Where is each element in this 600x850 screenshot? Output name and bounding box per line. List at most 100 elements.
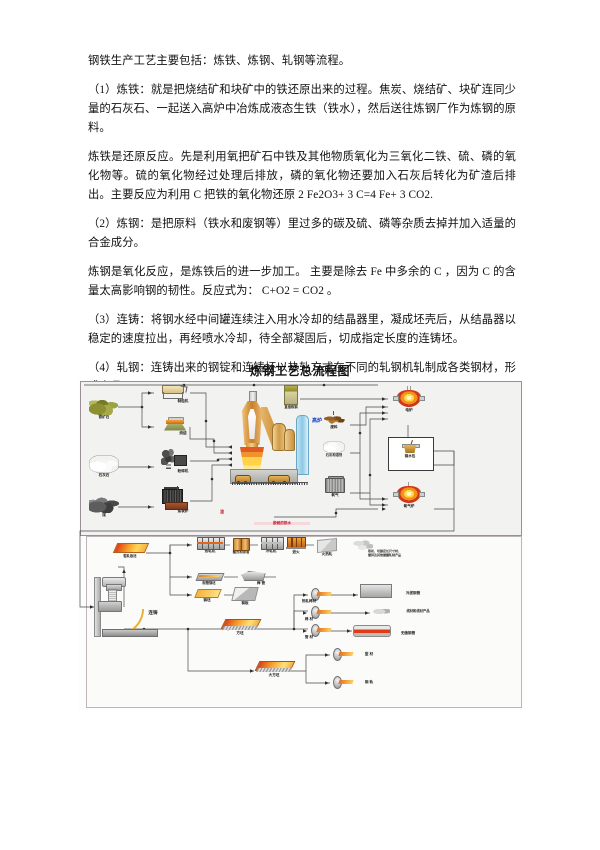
raw-material-coal: 煤 [84,494,124,517]
label-tube: 管 材 [304,634,314,639]
paragraph-steelmaking: （2）炼钢：是把原料（铁水和废钢等）里过多的碳及硫、磷等杂质去掉并加入适量的合金… [88,218,516,249]
seamless-tube-icon [353,625,391,637]
section-mill-icon [333,648,354,661]
seamless-tube-label-wrap: 无缝钢管 [392,631,424,635]
lime-flux-icon [323,441,345,453]
tube-label-wrap: 管 材 [296,635,322,639]
hot-rolled-bar-mill-icon [311,588,332,601]
label-tube-billet: 制管钢坯 [202,580,216,585]
pickling-oiling-icon [233,538,250,551]
welded-pipe-mill: 焊 管 [238,569,266,585]
input-lime-flux: 石灰和溶剂 [312,441,356,457]
label-steel-plate: 钢板 [241,600,249,605]
steel-plate-icon [231,587,259,601]
equipment-pelletizer: 制粒机 [154,385,194,403]
cold-rolling-mill: 冷轧机 [258,537,284,553]
large-bloom-icon [254,659,296,673]
paragraph-oxidation-reaction: 炼钢是氧化反应，是炼铁后的进一步加工。 主要是除去 Fe 中多余的 C ，因为 … [88,266,516,297]
label-crusher: 粉碎机 [177,468,189,473]
tube-billet-mill: 制管钢坯 [192,569,226,585]
crusher-icon [161,449,187,469]
tube-mill [308,624,334,637]
seamless-tube [352,625,392,637]
label-ladle: 钢水包 [404,453,416,458]
equipment-coke-oven: 焦炭炉 [156,486,192,513]
paragraph-reduction-reaction: 炼铁是还原反应。先是利用氧把矿石中铁及其他物质氧化为三氧化二铁、硫、磷的氧化物等… [88,151,516,201]
roughing-slab-icon [112,541,150,554]
label-rail: 钢 轨 [364,679,374,684]
coal-pile-icon [89,494,119,513]
label-roughing-slab: 粗轧板坯 [123,553,137,558]
wire-rod-products-icon [372,607,390,616]
label-desulfurized-hot-metal: 脱硫的铁水 [254,521,310,526]
flat-products-bundle [350,539,376,550]
section-label-wrap: 型 材 [356,652,382,656]
rail-mill-icon [333,676,354,689]
roughing-slab: 粗轧板坯 [110,541,150,558]
pelletizer-icon [160,385,188,399]
billet-stage: 钢坯 [192,587,222,602]
annealing-furnace: 退火 [284,537,308,554]
label-electric-furnace: 电炉 [405,407,413,412]
large-bloom: 大方坯 [254,659,296,677]
label-scrap: 废料 [330,424,338,429]
label-billet: 钢坯 [203,597,211,602]
bar-mill [308,606,334,619]
input-scrap: 废料 [316,411,352,429]
caster-label-wrap: 连铸 [146,609,160,615]
bar-label-wrap: 棒 材 [296,617,322,621]
cold-rolling-mill-icon [261,537,284,550]
limestone-pile-icon [89,455,119,473]
sintering-machine-icon [164,417,186,431]
scrap-magnet-icon [323,411,345,425]
paragraph-continuous-casting: （3）连铸：将钢水经中间罐连续注入用水冷却的结晶器里，凝成坯壳后，从结晶器以稳定… [88,314,516,345]
hot-rolled-bar-mill [308,588,334,601]
hot-rolling-mill: 热轧机 [194,537,226,553]
label-cold-drawn-tube: 冷拔钢管 [405,590,421,595]
steelmaking-process-flowchart: 铁矿石 石灰石 煤 制粒机 烧结 [78,381,524,710]
input-oxygen: 氧气 [318,476,352,497]
rail-label-wrap: 钢 轨 [356,680,382,684]
label-annealing: 退火 [292,549,300,554]
electric-furnace-icon [393,386,425,408]
annealing-furnace-icon [286,537,307,550]
paragraph-intro: 钢铁生产工艺主要包括：炼铁、炼钢、轧钢等流程。 [88,55,351,67]
label-square-billet: 方坯 [236,630,244,635]
flat-products-bundle-icon [353,539,373,550]
tube-billet-mill-icon [195,569,225,581]
paragraph-ironmaking: （1）炼铁：就是把烧结矿和块矿中的铁还原出来的过程。焦炭、烧结矿、块矿连同少量的… [88,84,516,134]
label-seamless-tube: 无缝钢管 [400,630,416,635]
label-hot-rolled: 火热轧 [321,551,333,556]
ladle-icon [401,439,420,454]
label-wire-rod-products: 线材和线材产品 [406,608,430,613]
equipment-crusher: 粉碎机 [156,449,192,473]
square-billet-icon [220,617,262,631]
section-mill [330,648,356,661]
pickling-oiling: 酸洗和涂油 [230,538,252,554]
label-slag: 渣 [220,509,224,514]
oxygen-furnace-icon [393,482,425,504]
label-cold-rolling-mill: 冷轧机 [265,548,277,553]
hot-rolled-coil: 火热轧 [314,537,340,556]
label-pickling-oiling: 酸洗和涂油 [232,549,250,554]
label-continuous-casting: 连铸 [148,609,158,615]
oxygen-tank-icon [325,476,345,493]
hot-rolled-bar-label-wrap: 热轧棒材 [294,599,324,603]
bar-mill-icon [311,606,332,619]
label-blast-furnace: 高炉 [311,417,322,424]
rail-mill [330,676,356,689]
cold-drawn-tube [358,584,394,598]
blast-furnace-illustration [228,391,310,487]
document-body: 钢铁生产工艺主要包括：炼铁、炼钢、轧钢等流程。 （1）炼铁：就是把烧结矿和块矿中… [88,52,516,407]
cold-drawn-tube-icon [360,584,392,598]
hot-rolling-mill-icon [197,537,225,550]
label-hot-rolled-bar: 热轧棒材 [301,598,317,603]
label-direct-reduction: 直接炼钢 [284,404,298,409]
figure-title: 炼钢工艺总流程图 [249,364,350,378]
label-coal: 煤 [102,512,106,517]
hot-metal-label-wrap: 脱硫的铁水 [254,521,310,526]
label-coke-oven: 焦炭炉 [177,508,189,513]
ore-pile-icon [89,395,119,415]
tube-mill-icon [311,624,332,637]
